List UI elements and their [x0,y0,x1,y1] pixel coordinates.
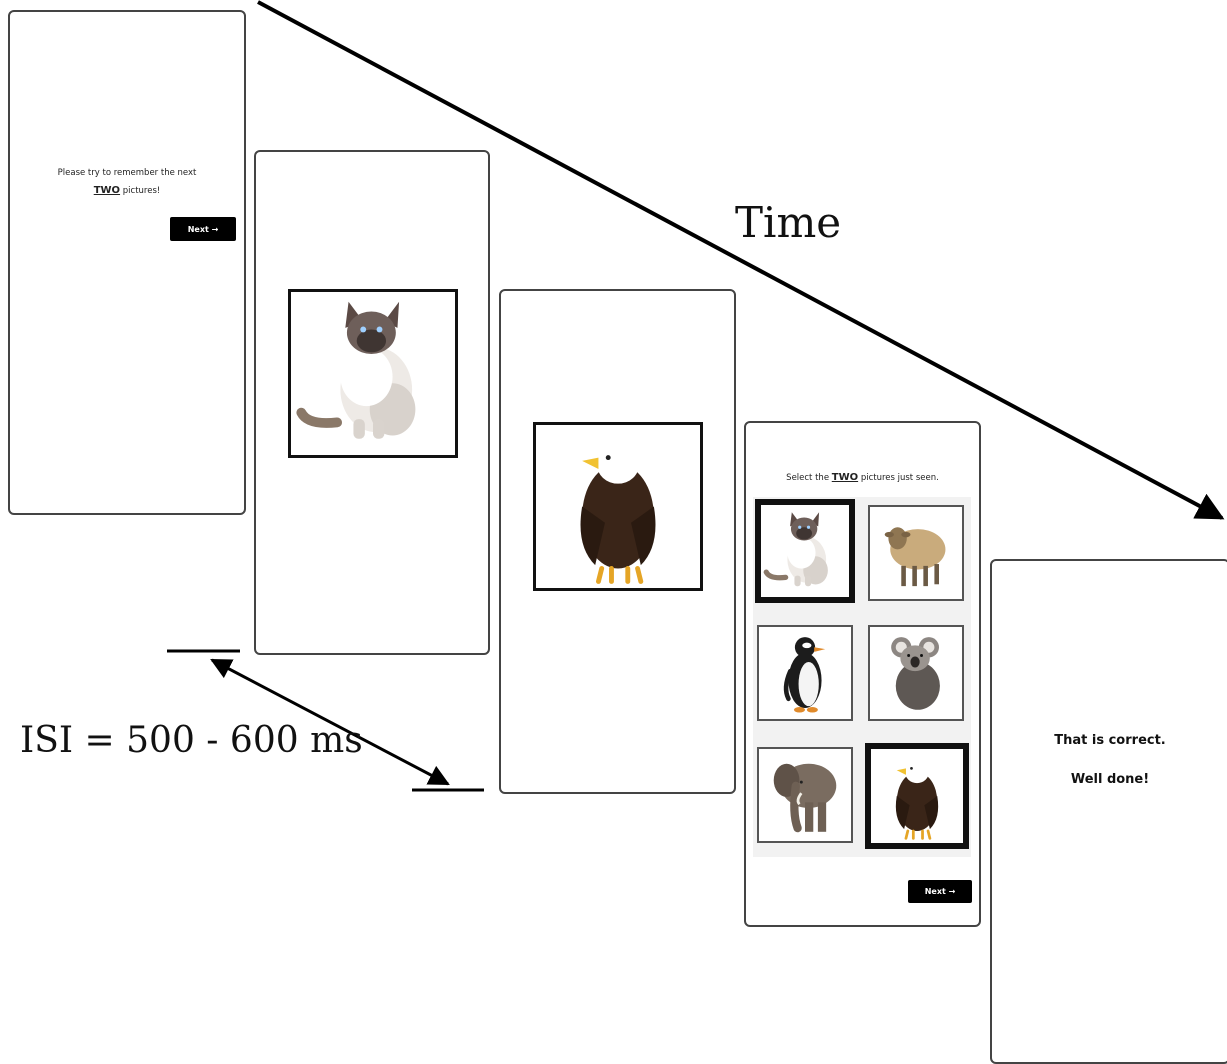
feedback-line-2: Well done! [1070,772,1150,787]
time-arrow [257,0,1225,520]
option-koala[interactable] [868,625,964,721]
instruction-screen: Please try to remember the next TWO pict… [8,10,246,515]
option-eagle[interactable] [865,743,969,849]
feedback-line-1: That is correct. [1054,733,1166,748]
stimulus-screen-1 [254,150,490,655]
option-grid [753,497,971,857]
option-cat[interactable] [755,499,855,603]
instruction-line-2: TWO pictures! [10,182,244,200]
selection-instruction-pre: Select the [786,473,830,483]
emphasis-word: TWO [93,185,121,196]
next-button[interactable]: Next → [908,880,972,903]
feedback-screen: That is correct. Well done! [990,559,1227,1064]
selection-instruction: Select the TWO pictures just seen. [746,469,979,487]
instruction-tail: pictures! [122,186,161,196]
option-elephant[interactable] [757,747,853,843]
time-label: Time [735,198,842,247]
stimulus-screen-2 [499,289,736,794]
instruction-text: Please try to remember the next TWO pict… [10,165,244,200]
isi-label: ISI = 500 - 600 ms [20,720,363,761]
stimulus-frame [288,289,458,458]
emphasis-word: TWO [831,472,859,483]
option-sheep[interactable] [868,505,964,601]
isi-double-arrow [210,658,450,786]
selection-screen: Select the TWO pictures just seen. Next … [744,421,981,927]
selection-instruction-post: pictures just seen. [860,473,939,483]
instruction-line-1: Please try to remember the next [57,168,197,178]
next-button[interactable]: Next → [170,217,236,241]
option-penguin[interactable] [757,625,853,721]
stimulus-frame [533,422,703,591]
